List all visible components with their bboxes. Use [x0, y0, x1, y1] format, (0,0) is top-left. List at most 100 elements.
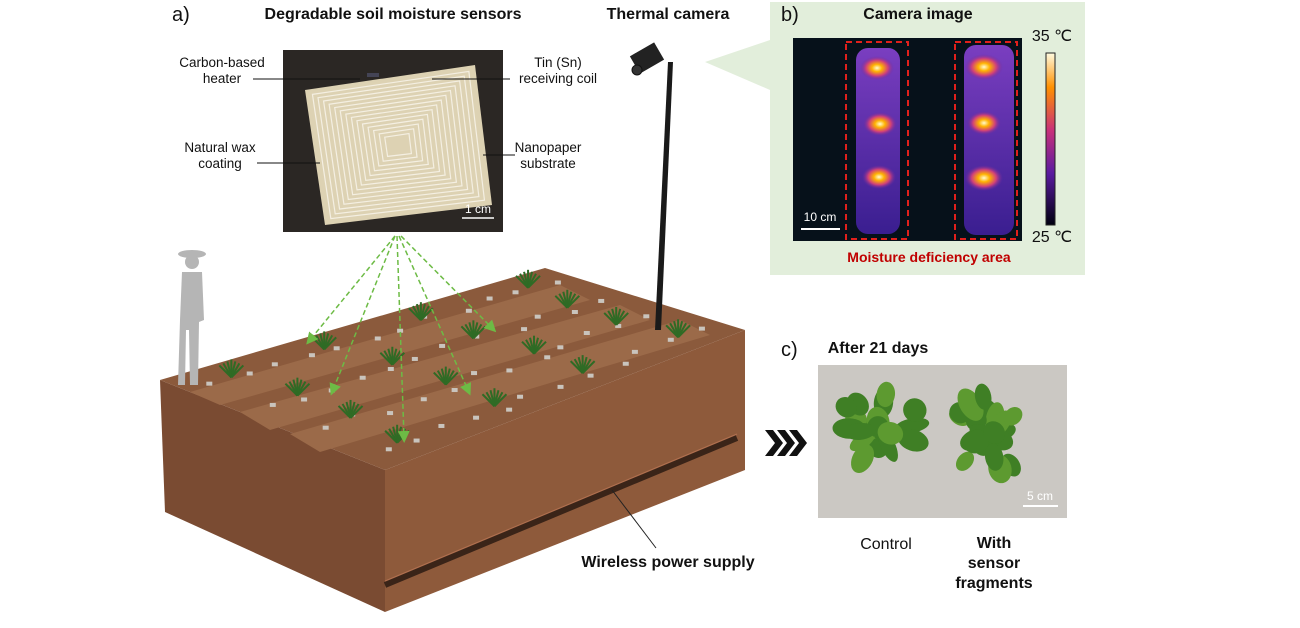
colorbar-max: 35 ℃: [1031, 28, 1073, 45]
sensor-chip: [486, 296, 493, 301]
sensor-chip: [411, 356, 418, 361]
panel-a-letter: a): [172, 4, 190, 26]
treated-plant-leaf: [974, 383, 992, 410]
plant-icon: [603, 306, 629, 326]
sensor-chip: [643, 314, 650, 319]
sensor-chip: [413, 438, 420, 443]
plant-icon: [569, 355, 596, 374]
deficiency-box-right: [954, 41, 1018, 240]
chevron-arrows-icon: [765, 430, 807, 456]
plant-leaf: [533, 340, 547, 355]
sensor-chip: [308, 353, 315, 358]
plant-leaf: [296, 382, 311, 397]
sensor-chip: [631, 349, 638, 354]
scale-bar-label: 1 cm: [464, 202, 492, 216]
sensor-chip: [451, 388, 458, 393]
plant-leaf: [230, 364, 245, 379]
power-label: Wireless power supply: [581, 554, 755, 571]
control-plant-leaf: [835, 397, 857, 418]
sensor-chip: [385, 447, 392, 452]
treated-plant-leaf: [1003, 407, 1023, 426]
sensor-arrows: [306, 235, 497, 443]
coil-turn: [367, 118, 429, 172]
sensor-chip: [521, 327, 528, 332]
sensor-chip: [517, 394, 524, 399]
camera-image-panel: [705, 2, 1085, 275]
thermal-strip-left: [856, 48, 900, 234]
plant-leaf: [677, 324, 691, 338]
sensor-chip: [269, 402, 276, 407]
hot-spot: [965, 165, 1003, 191]
coil-turn: [350, 104, 446, 186]
hot-spot: [863, 112, 897, 136]
colorbar-min: 25 ℃: [1031, 229, 1073, 246]
control-plant-leaf: [876, 381, 896, 408]
plant-leaf: [420, 307, 434, 321]
control-label: Control: [860, 536, 912, 553]
sensor-chip: [583, 331, 590, 336]
coil-turn: [317, 75, 480, 215]
plant-photo: [818, 365, 1067, 518]
plant-icon: [379, 346, 406, 366]
sensor-chip: [271, 362, 278, 367]
panel-c-letter: c): [781, 339, 798, 361]
sensor-chip: [554, 280, 561, 285]
coil-turn: [328, 85, 469, 205]
sensor-chip: [359, 375, 366, 380]
heater-strip: [367, 73, 379, 77]
sensor-chip: [471, 371, 478, 376]
coil-turn: [311, 70, 486, 220]
sensor-chip: [544, 355, 551, 360]
plant-scale-label: 5 cm: [1026, 489, 1054, 503]
power-cable: [383, 435, 739, 588]
person-icon: [178, 250, 206, 385]
power-leader-line: [611, 489, 657, 549]
sensor-chip: [506, 407, 513, 412]
sensor-chip: [534, 314, 541, 319]
control-plant-leaf: [844, 422, 876, 440]
control-plant-leaf: [903, 398, 927, 422]
sensor-chip: [557, 384, 564, 389]
coil-turn: [372, 123, 424, 167]
sensor-chip: [439, 343, 446, 348]
sensor-photo: [253, 50, 515, 232]
plant-icon: [515, 269, 541, 289]
sensor-chip: [374, 336, 381, 341]
plant-leaf: [527, 275, 541, 289]
hot-spot: [965, 54, 1003, 80]
sensor-chip: [506, 368, 513, 373]
sensor-chip: [397, 328, 404, 333]
panel-b-title: Camera image: [863, 6, 973, 23]
moisture-caption: Moisture deficiency area: [847, 249, 1011, 265]
sensor-chip: [667, 337, 674, 342]
sensor-chip: [698, 326, 705, 331]
control-plant-leaf: [877, 421, 904, 445]
plant-icon: [337, 399, 364, 419]
sensor-chip: [465, 308, 472, 313]
plant-leaf: [323, 336, 337, 351]
plant-leaf: [445, 371, 459, 386]
sensor-chip: [301, 397, 308, 402]
plant-icon: [284, 377, 311, 397]
sensor-chip: [420, 397, 427, 402]
plant-leaf: [391, 352, 406, 366]
sensor-chip: [438, 423, 445, 428]
thermal-camera-icon: [629, 42, 673, 330]
coil-turn: [339, 94, 458, 196]
sensor-chip: [206, 381, 213, 386]
sensor-chip: [622, 361, 629, 366]
deficiency-box-left: [845, 41, 909, 240]
panel-a-title: Degradable soil moisture sensors: [264, 6, 522, 23]
hot-spot: [967, 111, 1001, 135]
coil-turn: [334, 89, 463, 201]
colorbar: [1045, 52, 1056, 226]
sensor-chip: [571, 309, 578, 314]
plant-icon: [481, 388, 508, 407]
treated-plant-leaf: [983, 421, 1006, 444]
hot-spot: [860, 56, 894, 80]
